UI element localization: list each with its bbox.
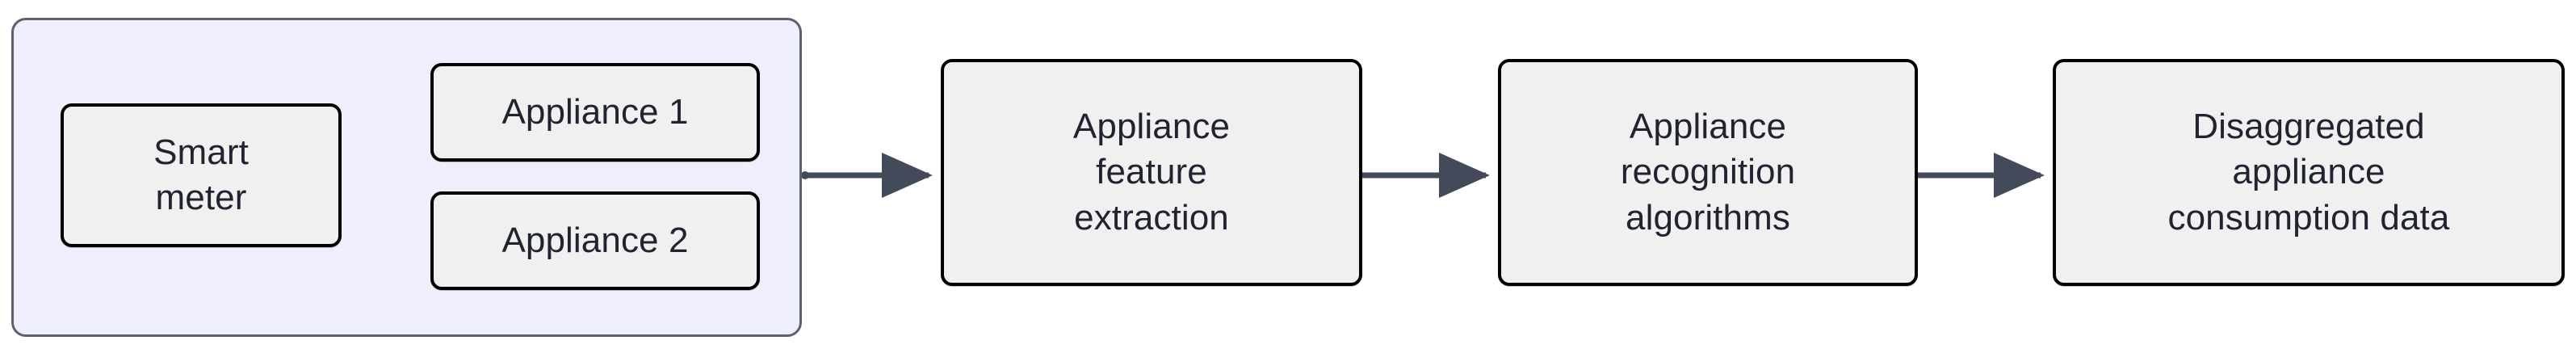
edge-group-exit-dot [801,171,809,179]
node-appliance-2-label: Appliance 2 [501,220,689,260]
node-disaggregated-appliance-consumption-data-label: Disaggregated appliance consumption data [2167,107,2450,237]
node-appliance-recognition-algorithms-label: Appliance recognition algorithms [1620,107,1796,237]
node-disaggregated-appliance-consumption-data[interactable]: Disaggregated appliance consumption data [2053,59,2565,286]
node-appliance-2[interactable]: Appliance 2 [430,191,760,290]
node-appliance-feature-extraction-label: Appliance feature extraction [1072,107,1231,237]
node-appliance-1-label: Appliance 1 [501,91,689,132]
node-smart-meter[interactable]: Smart meter [61,103,342,247]
node-appliance-1[interactable]: Appliance 1 [430,63,760,162]
node-appliance-recognition-algorithms[interactable]: Appliance recognition algorithms [1498,59,1918,286]
node-appliance-feature-extraction[interactable]: Appliance feature extraction [941,59,1362,286]
node-smart-meter-label: Smart meter [153,132,249,217]
